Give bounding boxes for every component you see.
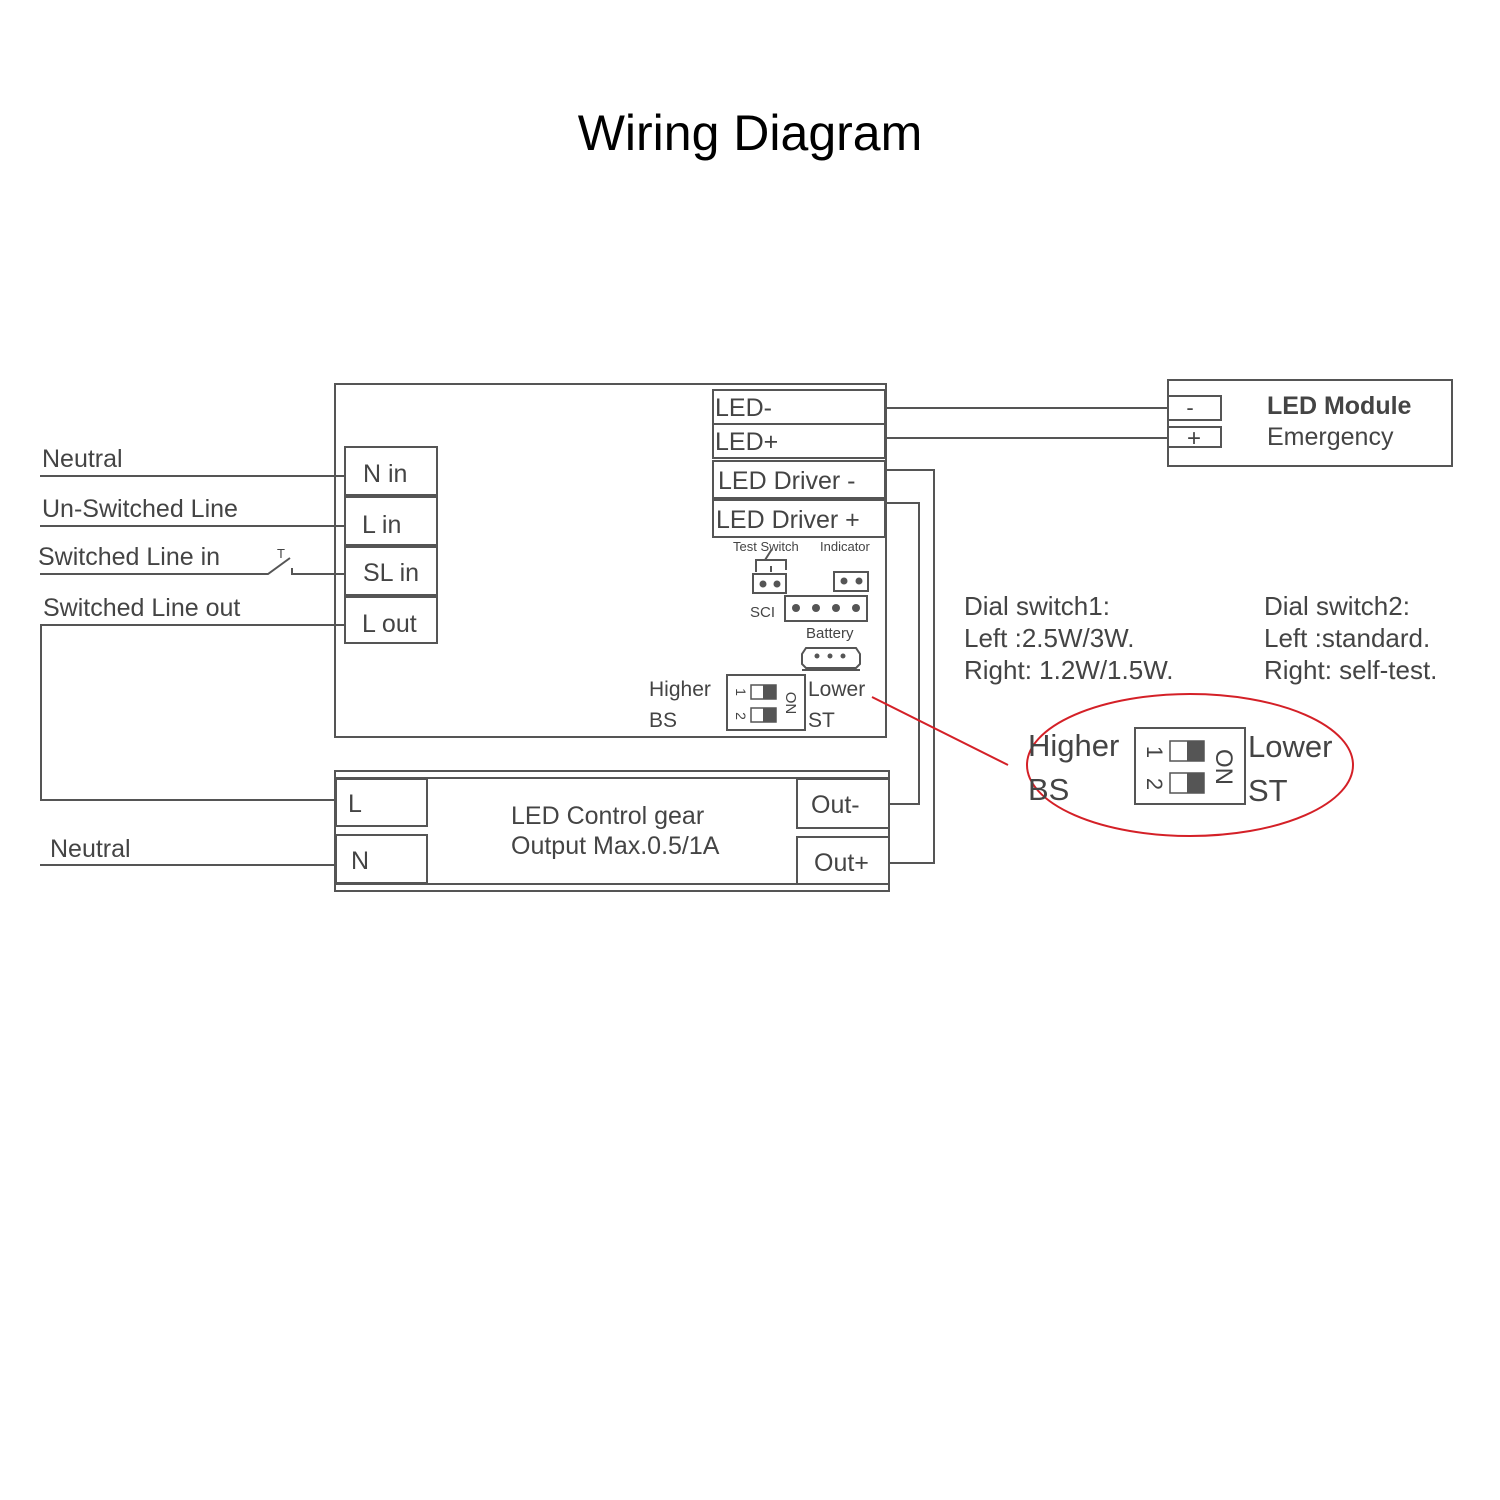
svg-text:ON: ON xyxy=(782,692,799,715)
terminal-driver-plus: LED Driver + xyxy=(716,506,860,534)
four-pin-connector xyxy=(784,595,868,622)
control-gear-output: Output Max.0.5/1A xyxy=(511,832,720,860)
wire-label-switched-in: Switched Line in xyxy=(38,543,220,571)
svg-text:Dial switch1:: Dial switch1: xyxy=(964,591,1110,621)
control-gear-box xyxy=(334,770,890,892)
sci-connector xyxy=(752,573,787,594)
svg-text:BS: BS xyxy=(649,709,677,732)
terminal-led-minus: LED- xyxy=(715,394,772,422)
wire-label-neutral: Neutral xyxy=(42,445,123,473)
switch-icon xyxy=(40,557,345,575)
svg-text:ON: ON xyxy=(1210,749,1237,785)
control-gear-title: LED Control gear xyxy=(511,802,704,830)
svg-text:Left :standard.: Left :standard. xyxy=(1264,623,1430,653)
terminal-driver-minus: LED Driver - xyxy=(718,467,856,495)
led-module-title: LED Module xyxy=(1267,392,1412,420)
svg-text:Left :2.5W/3W.: Left :2.5W/3W. xyxy=(964,623,1135,653)
svg-text:ST: ST xyxy=(808,709,835,732)
terminal-l-in: L in xyxy=(362,511,401,539)
switch-mark: T xyxy=(277,546,285,561)
page-title: Wiring Diagram xyxy=(578,105,923,161)
terminal-sl-in: SL in xyxy=(363,559,419,587)
svg-text:1: 1 xyxy=(733,688,749,696)
svg-text:ST: ST xyxy=(1248,773,1288,808)
test-switch-label: Test Switch xyxy=(733,539,799,554)
svg-text:2: 2 xyxy=(1142,778,1167,790)
battery-connector-icon xyxy=(801,647,861,671)
led-module-minus: - xyxy=(1186,395,1193,420)
callout-line xyxy=(871,696,1009,766)
sci-label: SCI xyxy=(750,604,775,621)
terminal-out-minus: Out- xyxy=(811,791,860,819)
wire-label-switched-out: Switched Line out xyxy=(43,594,240,622)
terminal-l-out: L out xyxy=(362,610,417,638)
led-terminals: LED- LED+ LED Driver - LED Driver + xyxy=(712,389,886,538)
test-switch-icon xyxy=(755,548,787,572)
svg-text:BS: BS xyxy=(1028,772,1069,807)
dip-switch-small: Higher BS 1 2 ON Lower ST xyxy=(649,674,865,732)
input-terminals: N in L in SL in L out xyxy=(344,446,438,644)
dip-switch-large: Higher BS 1 2 ON Lower ST xyxy=(1028,727,1332,808)
terminal-led-plus: LED+ xyxy=(715,428,778,456)
indicator-label: Indicator xyxy=(820,539,871,554)
svg-text:Higher: Higher xyxy=(1028,728,1119,763)
svg-text:Right: self-test.: Right: self-test. xyxy=(1264,655,1437,685)
dial-switch2-notes: Dial switch2: Left :standard. Right: sel… xyxy=(1264,591,1437,685)
terminal-out-plus: Out+ xyxy=(814,849,869,877)
led-module-box xyxy=(1167,379,1453,467)
dial-switch1-notes: Dial switch1: Left :2.5W/3W. Right: 1.2W… xyxy=(964,591,1174,685)
svg-text:Higher: Higher xyxy=(649,678,711,701)
led-module-subtitle: Emergency xyxy=(1267,423,1394,451)
battery-label: Battery xyxy=(806,625,854,642)
svg-text:Dial switch2:: Dial switch2: xyxy=(1264,591,1410,621)
terminal-n: N xyxy=(351,847,369,875)
svg-text:2: 2 xyxy=(733,712,749,720)
emergency-module-box xyxy=(334,383,887,738)
svg-text:Lower: Lower xyxy=(808,678,865,701)
terminal-l: L xyxy=(348,790,362,818)
callout-ellipse xyxy=(1026,693,1354,837)
wire-label-neutral-bottom: Neutral xyxy=(50,835,131,863)
svg-text:1: 1 xyxy=(1142,746,1167,758)
terminal-n-in: N in xyxy=(363,460,407,488)
indicator-connector xyxy=(833,571,869,592)
svg-text:Right: 1.2W/1.5W.: Right: 1.2W/1.5W. xyxy=(964,655,1174,685)
wire-label-unswitched: Un-Switched Line xyxy=(42,495,238,523)
led-module-plus: + xyxy=(1187,425,1201,452)
svg-text:Lower: Lower xyxy=(1248,729,1332,764)
